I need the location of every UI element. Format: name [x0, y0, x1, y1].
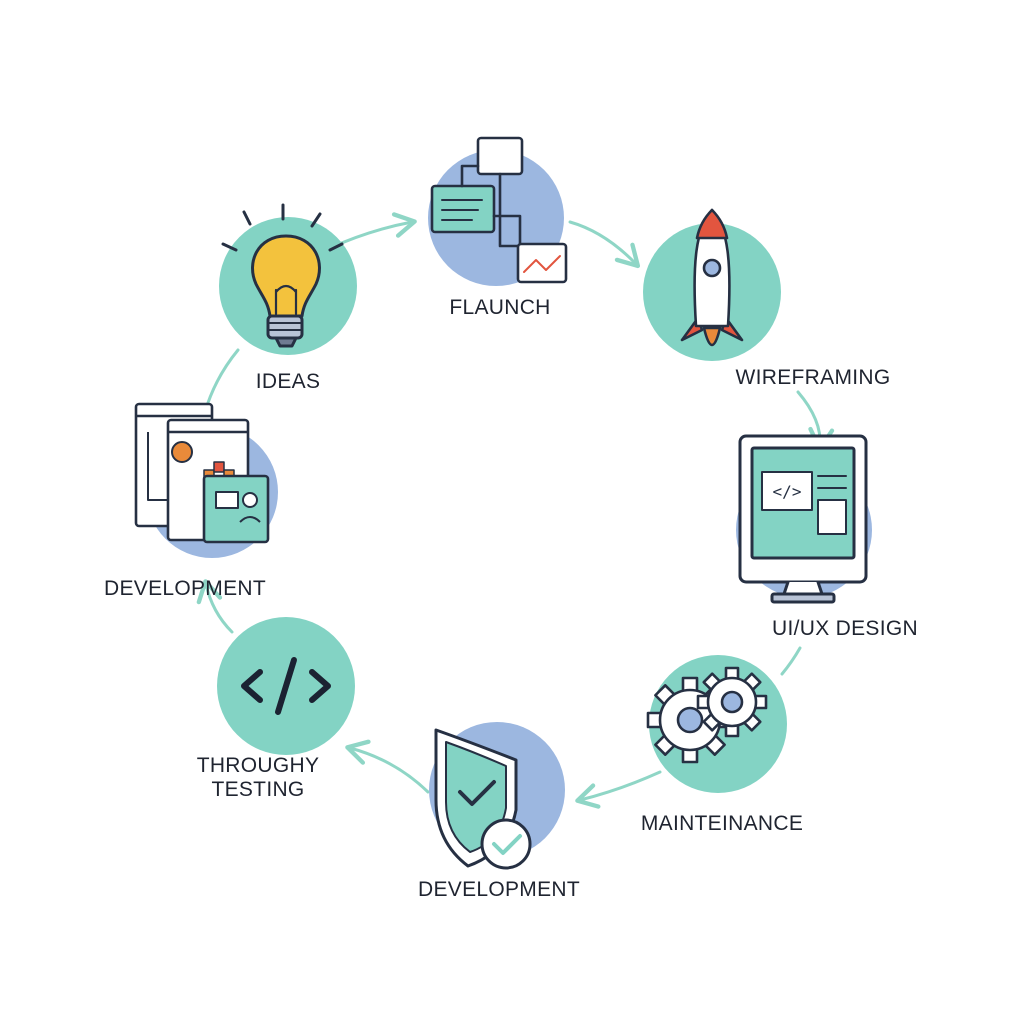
arrow-development-to-ideas — [203, 348, 240, 414]
arrow-flaunch-to-wireframing — [568, 220, 641, 269]
node-flaunch — [428, 136, 568, 286]
connector-arrows — [196, 212, 835, 809]
arrow-testing-to-development — [196, 579, 234, 634]
stage-label-maintenance: MAINTEINANCE — [640, 812, 804, 835]
arrow-maintenance-to-development — [575, 770, 662, 809]
node-wireframing — [643, 208, 781, 361]
browser-windows-icon — [134, 402, 270, 544]
node-development-left — [134, 402, 278, 558]
stage-label-testing-line-2: TESTING — [211, 778, 305, 801]
stage-label-wireframing: WIREFRAMING — [735, 366, 891, 389]
stage-label-uiux-design: UI/UX DESIGN — [772, 617, 918, 640]
node-ideas — [219, 203, 357, 355]
node-development-bottom — [429, 722, 565, 870]
shield-check-icon — [434, 728, 532, 870]
gears-icon — [646, 666, 768, 764]
rocket-icon — [680, 208, 744, 347]
stage-label-development-bottom: DEVELOPMENT — [418, 878, 580, 901]
arrow-uiux-to-maintenance — [780, 646, 802, 676]
stage-label-testing-line-1: THROUGHY — [196, 754, 320, 777]
monitor-code-icon: </> — [738, 434, 868, 604]
code-brackets-icon — [241, 657, 331, 715]
node-uiux-design: </> — [736, 434, 872, 604]
svg-text:</>: </> — [773, 482, 802, 501]
node-testing — [217, 617, 355, 755]
arrow-development-to-testing — [345, 739, 430, 794]
stage-label-development-left: DEVELOPMENT — [104, 577, 266, 600]
node-maintenance — [646, 655, 787, 793]
lightbulb-icon — [221, 203, 344, 348]
stage-label-testing: THROUGHY TESTING — [197, 754, 320, 802]
stage-label-flaunch: FLAUNCH — [449, 296, 551, 319]
stage-label-ideas: IDEAS — [255, 370, 321, 393]
flowchart-icon — [430, 136, 568, 284]
